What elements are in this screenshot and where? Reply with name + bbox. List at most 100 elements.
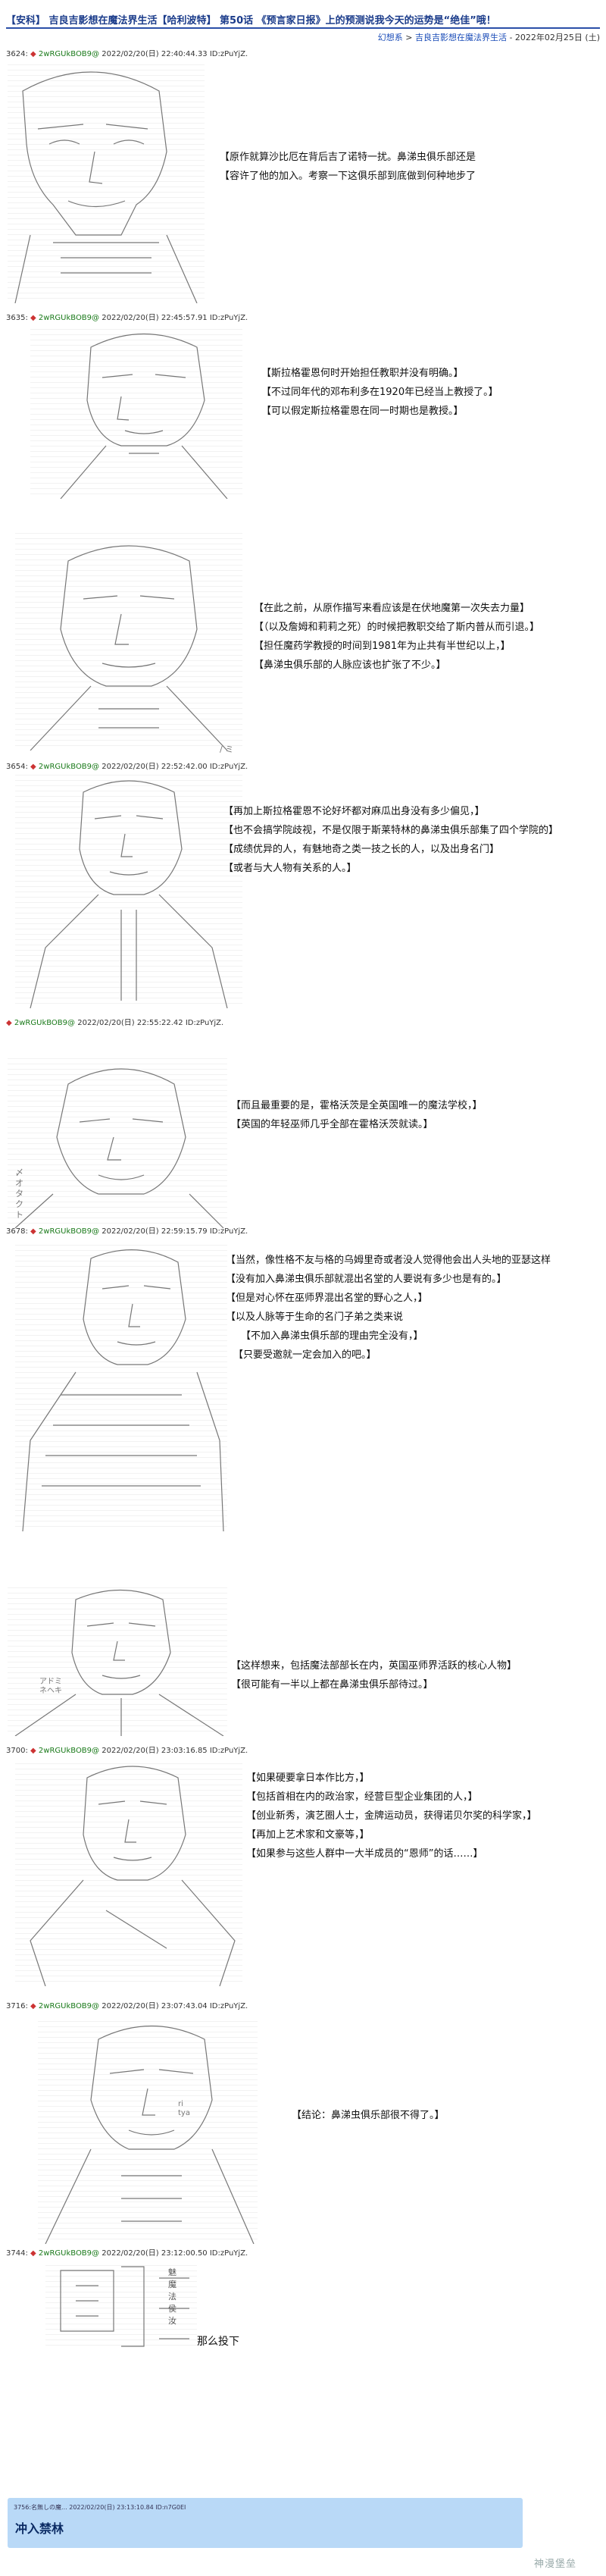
narration-block: 【在此之前，从原作描写来看应该是在伏地魔第一次失去力量】 【（以及詹姆和莉莉之死… [254, 599, 539, 675]
ascii-art-character [38, 2017, 258, 2244]
trip-star-icon: ◆ [30, 1747, 36, 1755]
trip-star-icon: ◆ [6, 1019, 12, 1027]
poster-name: 2wRGUkBOB9@ [38, 763, 100, 771]
narration-line: 【成绩优异的人，有魅地奇之类一技之长的人，以及出身名门】 [223, 844, 500, 855]
post-header: 3678: ◆ 2wRGUkBOB9@ 2022/02/20(日) 22:59:… [6, 1224, 248, 1236]
narration-line: 【原作就算沙比厄在背后吉了诺特一扰。鼻涕虫俱乐部还是 [220, 152, 476, 163]
post-number[interactable]: 3700: [6, 1747, 28, 1755]
narration-line: 【英国的年轻巫师几乎全部在霍格沃茨就读。】 [231, 1119, 433, 1130]
narration-line: 【再加上艺术家和文豪等，】 [246, 1829, 370, 1841]
narration-line: 【可以假定斯拉格霍恩在同一时期也是教授。】 [261, 406, 464, 417]
narration-block: 【而且最重要的是，霍格沃茨是全英国唯一的魔法学校，】 【英国的年轻巫师几乎全部在… [231, 1096, 483, 1134]
ascii-art-character [8, 61, 205, 303]
narration-line: 【鼻涕虫俱乐部的人脉应该也扩张了不少。】 [254, 660, 446, 671]
art-glyph-column: 魅魔 法侯汝 [168, 2267, 176, 2326]
narration-block: 【当然，像性格不友与格的乌姆里奇或者没人觉得他会出人头地的亚瑟这样 【没有加入鼻… [226, 1251, 551, 1365]
post-header: 3744: ◆ 2wRGUkBOB9@ 2022/02/20(日) 23:12:… [6, 2246, 248, 2258]
narration-line: 【如果参与这些人群中一大半成员的“恩师”的话……】 [246, 1848, 483, 1860]
post-header: ◆ 2wRGUkBOB9@ 2022/02/20(日) 22:55:22.42 … [6, 1016, 223, 1027]
narration-line: 【创业新秀，演艺圈人士，金牌运动员，获得诺贝尔奖的科学家，】 [246, 1810, 537, 1822]
poster-name: 2wRGUkBOB9@ [38, 1747, 100, 1755]
post-meta: 2022/02/20(日) 23:03:16.85 ID:zPuYjZ. [102, 1747, 248, 1755]
narration-line: 【如果硬要拿日本作比方，】 [246, 1772, 370, 1784]
title-divider [6, 27, 600, 29]
ascii-art-character [45, 2263, 197, 2350]
post-meta: 2022/02/20(日) 22:52:42.00 ID:zPuYjZ. [102, 763, 248, 771]
post-number[interactable]: 3678: [6, 1227, 28, 1236]
ascii-art-character [15, 1759, 242, 1986]
post-number[interactable]: 3716: [6, 2002, 28, 2010]
narration-line: 【斯拉格霍恩何时开始担任教职并没有明确。】 [261, 368, 464, 379]
narration-line: 【不过同年代的邓布利多在1920年已经当上教授了。】 [261, 387, 498, 398]
ascii-art-character [15, 531, 242, 751]
art-glyph: / ミ [220, 744, 234, 754]
trip-star-icon: ◆ [30, 2002, 36, 2010]
breadcrumb-site-link[interactable]: 幻想系 [377, 33, 403, 42]
art-glyph-column: アドミネヘキ [39, 1678, 62, 1695]
narration-line: 【也不会搞学院歧视，不是仅限于斯莱特林的鼻涕虫俱乐部集了四个学院的】 [223, 825, 559, 836]
narration-line: 【没有加入鼻涕虫俱乐部就混出名堂的人要说有多少也是有的。】 [226, 1274, 507, 1285]
narration-line: 【只要受邀就一定会加入的吧。】 [233, 1349, 376, 1361]
narration-line: 【不加入鼻涕虫俱乐部的理由完全没有，】 [241, 1330, 423, 1342]
poster-name: 2wRGUkBOB9@ [38, 314, 100, 322]
next-choice-box[interactable]: 3756:名無しの魔... 2022/02/20(日) 23:13:10.84 … [8, 2498, 523, 2548]
trip-star-icon: ◆ [30, 763, 36, 771]
poster-name: 2wRGUkBOB9@ [38, 2002, 100, 2010]
narration-line: 【担任魔药学教授的时间到1981年为止共有半世纪以上，】 [254, 641, 511, 652]
narration-line: 【很可能有一半以上都在鼻涕虫俱乐部待过。】 [231, 1679, 433, 1691]
narration-line: 【包括首相在内的政治家，经营巨型企业集团的人，】 [246, 1791, 478, 1803]
post-meta: 2022/02/20(日) 23:12:00.50 ID:zPuYjZ. [102, 2249, 248, 2258]
art-glyph-column: 〆オ タクト [15, 1167, 23, 1220]
narration-line: 【（以及詹姆和莉莉之死）的时候把教职交给了斯内普从而引退。】 [254, 622, 540, 633]
post-meta: 2022/02/20(日) 22:45:57.91 ID:zPuYjZ. [102, 314, 248, 322]
breadcrumb-date: - 2022年02月25日 (土) [509, 33, 600, 42]
ascii-art-character [8, 1054, 227, 1228]
poster-name: 2wRGUkBOB9@ [14, 1019, 76, 1027]
narration-line: 【但是对心怀在巫师界混出名堂的野心之人，】 [226, 1293, 428, 1304]
closing-line: 那么投下 [197, 2336, 239, 2348]
ascii-art-character [15, 773, 242, 1008]
trip-star-icon: ◆ [30, 50, 36, 58]
narration-line: 【当然，像性格不友与格的乌姆里奇或者没人觉得他会出人头地的亚瑟这样 [226, 1255, 551, 1266]
narration-line: 【结论：鼻涕虫俱乐部很不得了。】 [292, 2110, 445, 2121]
post-header: 3700: ◆ 2wRGUkBOB9@ 2022/02/20(日) 23:03:… [6, 1744, 248, 1755]
breadcrumb-separator: > [405, 33, 413, 42]
narration-line: 【而且最重要的是，霍格沃茨是全英国唯一的魔法学校，】 [231, 1100, 483, 1111]
poster-name: 2wRGUkBOB9@ [38, 2249, 100, 2258]
narration-line: 【或者与大人物有关系的人。】 [223, 863, 357, 874]
post-meta: 2022/02/20(日) 22:59:15.79 ID:zPuYjZ. [102, 1227, 248, 1236]
narration-block: 【如果硬要拿日本作比方，】 【包括首相在内的政治家，经营巨型企业集团的人，】 【… [246, 1769, 537, 1863]
narration-block: 【这样想来，包括魔法部部长在内，英国巫师界活跃的核心人物】 【很可能有一半以上都… [231, 1656, 517, 1694]
narration-block: 【再加上斯拉格霍恩不论好坏都对麻瓜出身没有多少偏见，】 【也不会搞学院歧视，不是… [223, 802, 558, 878]
breadcrumb: 幻想系 > 吉良吉影想在魔法界生活 - 2022年02月25日 (土) [378, 31, 600, 43]
narration-block: 【斯拉格霍恩何时开始担任教职并没有明确。】 【不过同年代的邓布利多在1920年已… [261, 364, 498, 421]
trip-star-icon: ◆ [30, 2249, 36, 2258]
ascii-art-character [8, 1584, 227, 1736]
page-title: 【安科】 吉良吉影想在魔法界生活【哈利波特】 第50话 《预言家日报》上的预测说… [6, 15, 496, 27]
post-header: 3635: ◆ 2wRGUkBOB9@ 2022/02/20(日) 22:45:… [6, 311, 248, 322]
poster-name: 2wRGUkBOB9@ [38, 1227, 100, 1236]
narration-line: 【以及人脉等于生命的名门子弟之类来说 [226, 1312, 404, 1323]
post-meta: 2022/02/20(日) 23:07:43.04 ID:zPuYjZ. [102, 2002, 248, 2010]
post-meta: 2022/02/20(日) 22:40:44.33 ID:zPuYjZ. [102, 50, 248, 58]
watermark: 神漫堡垒 [534, 2559, 577, 2570]
post-number[interactable]: 3654: [6, 763, 28, 771]
choice-label[interactable]: 冲入禁林 [15, 2521, 64, 2536]
poster-name: 2wRGUkBOB9@ [38, 50, 100, 58]
post-number[interactable]: 3744: [6, 2249, 28, 2258]
narration-line: 【容许了他的加入。考察一下这俱乐部到底做到何种地步了 [220, 171, 476, 182]
ascii-art-character [30, 324, 242, 499]
reply-meta: 3756:名無しの魔... 2022/02/20(日) 23:13:10.84 … [14, 2504, 186, 2511]
post-meta: 2022/02/20(日) 22:55:22.42 ID:zPuYjZ. [77, 1019, 224, 1027]
post-number[interactable]: 3635: [6, 314, 28, 322]
breadcrumb-topic-link[interactable]: 吉良吉影想在魔法界生活 [414, 33, 507, 42]
narration-line: 【在此之前，从原作描写来看应该是在伏地魔第一次失去力量】 [254, 603, 530, 614]
narration-line: 【这样想来，包括魔法部部长在内，英国巫师界活跃的核心人物】 [231, 1660, 517, 1672]
narration-block: 【结论：鼻涕虫俱乐部很不得了。】 [292, 2106, 445, 2125]
post-header: 3654: ◆ 2wRGUkBOB9@ 2022/02/20(日) 22:52:… [6, 760, 248, 771]
post-header: 3716: ◆ 2wRGUkBOB9@ 2022/02/20(日) 23:07:… [6, 1999, 248, 2010]
post-number[interactable]: 3624: [6, 50, 28, 58]
ascii-art-character [15, 1243, 227, 1531]
post-header: 3624: ◆ 2wRGUkBOB9@ 2022/02/20(日) 22:40:… [6, 47, 248, 58]
trip-star-icon: ◆ [30, 1227, 36, 1236]
